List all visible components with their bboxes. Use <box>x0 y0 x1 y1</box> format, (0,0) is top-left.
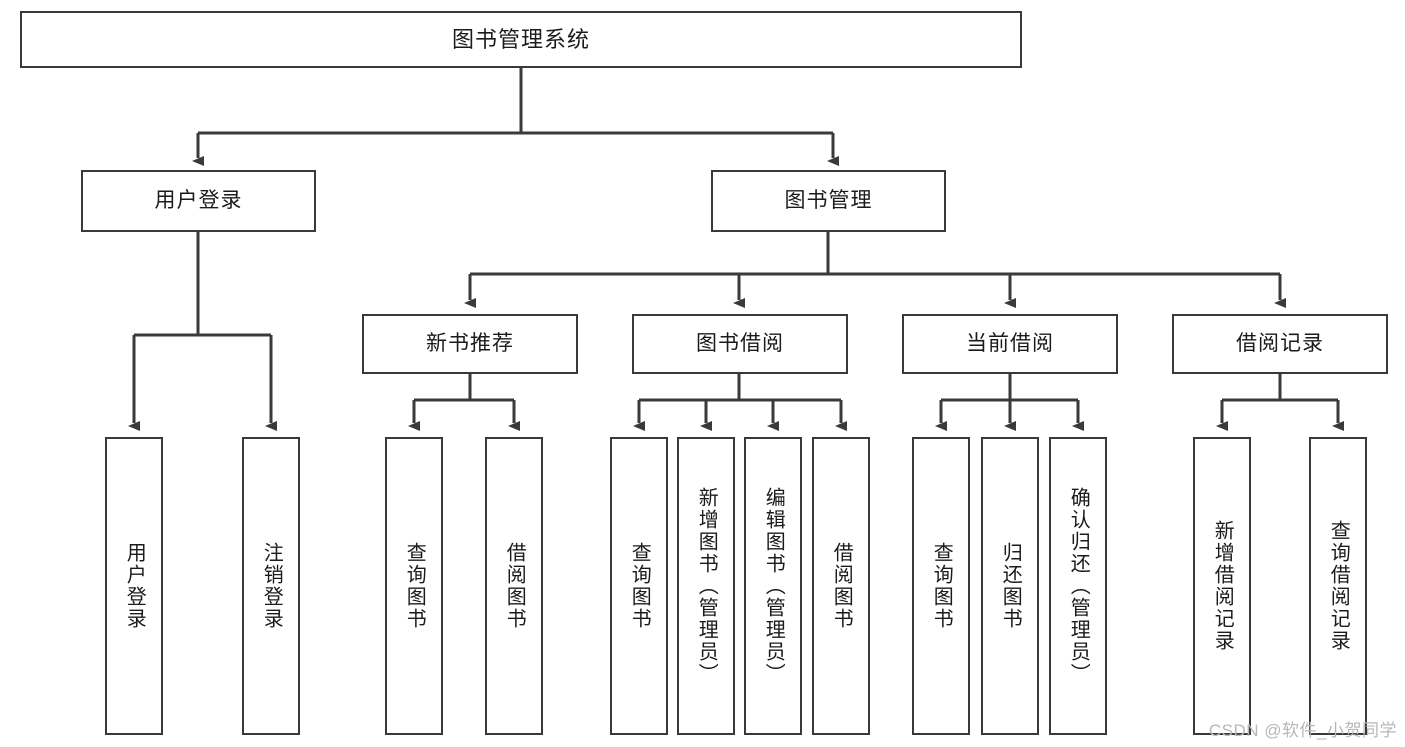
node-label: 借阅图书 <box>830 542 853 630</box>
node-label: 当前借阅 <box>966 331 1054 355</box>
node-label: 确认归还（管理员） <box>1067 487 1090 685</box>
node-new-book-recommend[interactable]: 新书推荐 <box>362 314 578 374</box>
node-label: 归还图书 <box>999 542 1022 630</box>
node-label: 新书推荐 <box>426 331 514 355</box>
node-book-manage[interactable]: 图书管理 <box>711 170 946 232</box>
leaf-add-borrow-record[interactable]: 新增借阅记录 <box>1193 437 1251 735</box>
node-label: 查询借阅记录 <box>1327 520 1350 652</box>
node-label: 图书管理 <box>784 188 873 212</box>
node-label: 新增借阅记录 <box>1211 520 1234 652</box>
node-current-borrow[interactable]: 当前借阅 <box>902 314 1118 374</box>
leaf-add-book[interactable]: 新增图书（管理员） <box>677 437 735 735</box>
leaf-borrow-book[interactable]: 借阅图书 <box>812 437 870 735</box>
node-label: 图书借阅 <box>696 331 784 355</box>
leaf-user-logout[interactable]: 注销登录 <box>242 437 300 735</box>
leaf-edit-book[interactable]: 编辑图书（管理员） <box>744 437 802 735</box>
node-label: 查询图书 <box>628 542 651 630</box>
leaf-query-book-borrow[interactable]: 查询图书 <box>610 437 668 735</box>
node-label: 编辑图书（管理员） <box>762 487 785 685</box>
node-label: 借阅图书 <box>503 542 526 630</box>
leaf-user-login[interactable]: 用户登录 <box>105 437 163 735</box>
node-label: 用户登录 <box>123 542 146 630</box>
node-label: 新增图书（管理员） <box>695 487 718 685</box>
node-label: 借阅记录 <box>1236 331 1324 355</box>
leaf-query-borrow-record[interactable]: 查询借阅记录 <box>1309 437 1367 735</box>
node-root-system[interactable]: 图书管理系统 <box>20 11 1022 68</box>
node-label: 查询图书 <box>930 542 953 630</box>
node-label: 图书管理系统 <box>451 26 590 52</box>
leaf-query-book-recommend[interactable]: 查询图书 <box>385 437 443 735</box>
leaf-return-book[interactable]: 归还图书 <box>981 437 1039 735</box>
node-label: 注销登录 <box>260 542 283 630</box>
leaf-query-book-current[interactable]: 查询图书 <box>912 437 970 735</box>
leaf-borrow-book-recommend[interactable]: 借阅图书 <box>485 437 543 735</box>
node-label: 用户登录 <box>154 188 243 212</box>
node-label: 查询图书 <box>403 542 426 630</box>
node-borrow-record[interactable]: 借阅记录 <box>1172 314 1388 374</box>
csdn-watermark: CSDN @软件_小贺同学 <box>1208 721 1397 740</box>
node-user-login[interactable]: 用户登录 <box>81 170 316 232</box>
leaf-confirm-return[interactable]: 确认归还（管理员） <box>1049 437 1107 735</box>
node-book-borrow[interactable]: 图书借阅 <box>632 314 848 374</box>
